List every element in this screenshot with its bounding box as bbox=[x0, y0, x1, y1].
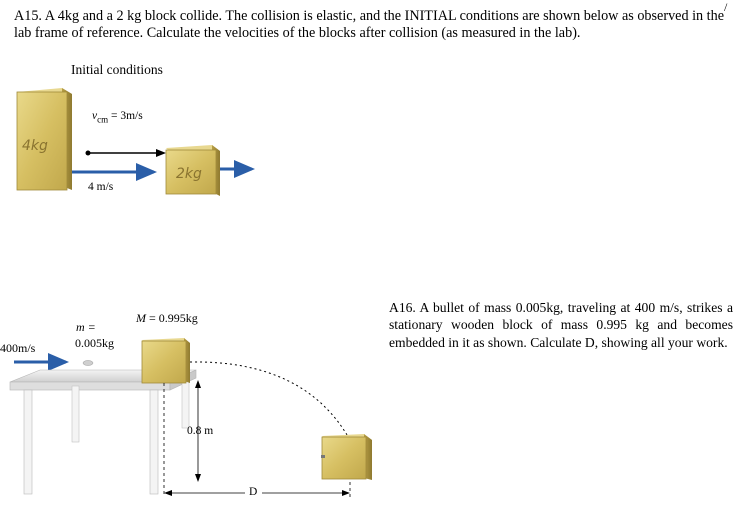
problem-a15-text: A15. A 4kg and a 2 kg block collide. The… bbox=[14, 8, 725, 41]
corner-mark: / bbox=[724, 0, 728, 14]
bullet-speed-label: 400m/s bbox=[0, 341, 36, 355]
block-mass-label: M = 0.995kg bbox=[136, 311, 198, 325]
block-4kg: 4kg bbox=[16, 88, 72, 191]
problem-a16-text: A16. A bullet of mass 0.005kg, traveling… bbox=[389, 300, 733, 350]
table bbox=[9, 369, 197, 495]
distance-label: D bbox=[249, 486, 258, 498]
bullet bbox=[82, 360, 94, 366]
block-2kg-label: 2kg bbox=[176, 166, 202, 182]
trajectory-path bbox=[189, 361, 351, 441]
speed-4kg-label: 4 m/s bbox=[88, 181, 114, 193]
vcm-label: vcm = 3m/s bbox=[92, 110, 143, 125]
block-2kg: 2kg bbox=[165, 145, 220, 196]
block-4kg-label: 4kg bbox=[22, 138, 48, 154]
vcm-dot bbox=[85, 150, 91, 156]
wooden-block-landed bbox=[321, 434, 372, 480]
wooden-block-on-table bbox=[141, 338, 190, 384]
height-label: 0.8 m bbox=[187, 425, 214, 437]
figure1-caption: Initial conditions bbox=[71, 62, 163, 77]
bullet-mass-value: 0.005kg bbox=[75, 336, 114, 350]
bullet-mass-label: m = bbox=[76, 320, 96, 334]
